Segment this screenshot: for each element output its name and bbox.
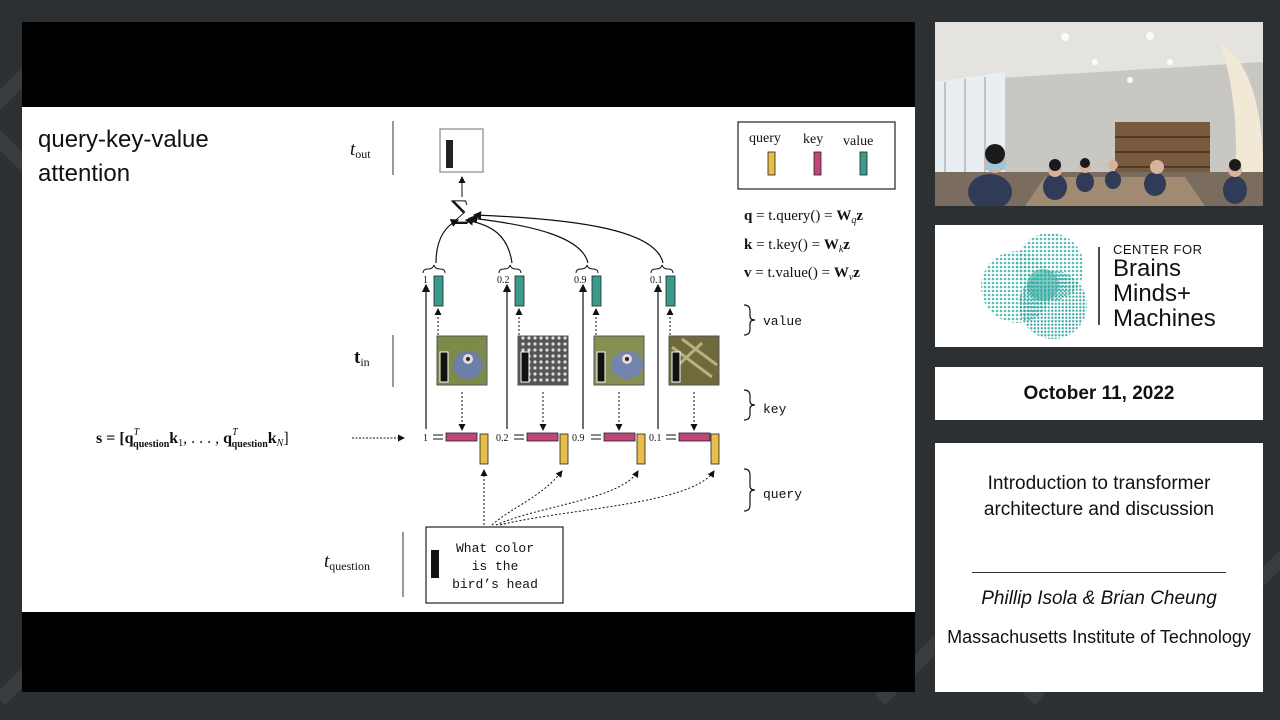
sum-symbol: ∑ bbox=[451, 196, 470, 226]
svg-text:What color: What color bbox=[456, 541, 534, 556]
logo-line-machines: Machines bbox=[1113, 305, 1216, 332]
score-1: 1 bbox=[423, 433, 428, 444]
logo-line-center-for: CENTER FOR bbox=[1113, 242, 1203, 257]
question-to-query-arrows bbox=[480, 469, 715, 526]
equals-signs bbox=[433, 434, 676, 440]
legend-value-label: value bbox=[843, 134, 873, 149]
question-box bbox=[425, 526, 564, 604]
svg-text:bird’s head: bird’s head bbox=[452, 577, 538, 592]
image-patch-1 bbox=[436, 335, 488, 386]
legend-value-swatch bbox=[859, 151, 868, 176]
question-token-bar bbox=[431, 550, 439, 578]
cbmm-logo-panel: CENTER FOR Brains Minds+ Machines bbox=[935, 225, 1263, 347]
right-braces bbox=[743, 304, 756, 512]
talk-title: Introduction to transformer architecture… bbox=[935, 471, 1263, 523]
image-patch-4 bbox=[668, 335, 720, 386]
slide-title-line2: attention bbox=[38, 160, 130, 187]
t-question-label: tquestion bbox=[324, 551, 370, 573]
logo-line-minds: Minds+ bbox=[1113, 280, 1192, 307]
value-bars bbox=[433, 275, 676, 307]
score-labels: 1 0.2 0.9 0.1 bbox=[423, 433, 662, 444]
score-to-value-arrows bbox=[421, 283, 663, 429]
key-bars bbox=[445, 432, 711, 442]
question-text: What color is the bird’s head bbox=[452, 541, 538, 592]
attention-diagram: query-key-value attention tout ∑ 1 0.2 0… bbox=[38, 121, 896, 604]
video-feed bbox=[935, 22, 1263, 206]
slide: query-key-value attention tout ∑ 1 0.2 0… bbox=[22, 107, 915, 612]
brace-label-key: key bbox=[763, 402, 787, 417]
date-panel: October 11, 2022 bbox=[935, 367, 1263, 420]
talk-info-panel: Introduction to transformer architecture… bbox=[935, 443, 1263, 692]
weight-braces bbox=[422, 264, 674, 274]
legend-query-label: query bbox=[749, 131, 781, 146]
talk-institution: Massachusetts Institute of Technology bbox=[947, 627, 1251, 647]
brace-label-value: value bbox=[763, 314, 802, 329]
t-in-label: tin bbox=[354, 347, 370, 369]
conference-room-video bbox=[935, 22, 1263, 206]
score-3: 0.9 bbox=[572, 433, 585, 444]
query-bars bbox=[479, 433, 720, 465]
value-to-sum-arrows bbox=[435, 211, 664, 264]
weight-label-3: 0.9 bbox=[574, 275, 587, 286]
svg-text:is the: is the bbox=[472, 559, 519, 574]
weight-label-2: 0.2 bbox=[497, 275, 510, 286]
score-2: 0.2 bbox=[496, 433, 509, 444]
image-to-key-arrows bbox=[458, 392, 698, 431]
info-divider bbox=[972, 572, 1226, 573]
t-out-label: tout bbox=[350, 139, 371, 161]
equation-k: k = t.key() = Wkz bbox=[744, 237, 850, 255]
legend-key-label: key bbox=[803, 132, 823, 147]
image-patch-2 bbox=[517, 335, 569, 386]
qkv-equations: q = t.query() = Wqz k = t.key() = Wkz v … bbox=[744, 208, 863, 283]
cbmm-logo bbox=[981, 233, 1100, 339]
image-to-value-arrows bbox=[434, 308, 674, 335]
score-4: 0.1 bbox=[649, 433, 662, 444]
talk-authors: Phillip Isola & Brian Cheung bbox=[981, 588, 1217, 609]
legend-query-swatch bbox=[767, 151, 776, 176]
logo-line-brains: Brains bbox=[1113, 255, 1182, 282]
legend-labels: query key value bbox=[749, 131, 873, 149]
weight-label-4: 0.1 bbox=[650, 275, 663, 286]
legend-key-swatch bbox=[813, 151, 822, 176]
equation-v: v = t.value() = Wvz bbox=[744, 265, 860, 283]
image-patch-3 bbox=[593, 335, 645, 386]
talk-title-line2: architecture and discussion bbox=[983, 499, 1215, 520]
output-token-bar bbox=[446, 140, 453, 168]
brace-label-query: query bbox=[763, 487, 802, 502]
talk-title-line1: Introduction to transformer bbox=[987, 473, 1211, 494]
talk-date: October 11, 2022 bbox=[1023, 382, 1175, 404]
equation-q: q = t.query() = Wqz bbox=[744, 208, 863, 226]
brace-labels: value key query bbox=[763, 314, 802, 502]
weight-label-1: 1 bbox=[423, 275, 428, 286]
slide-title-line1: query-key-value bbox=[38, 126, 209, 153]
